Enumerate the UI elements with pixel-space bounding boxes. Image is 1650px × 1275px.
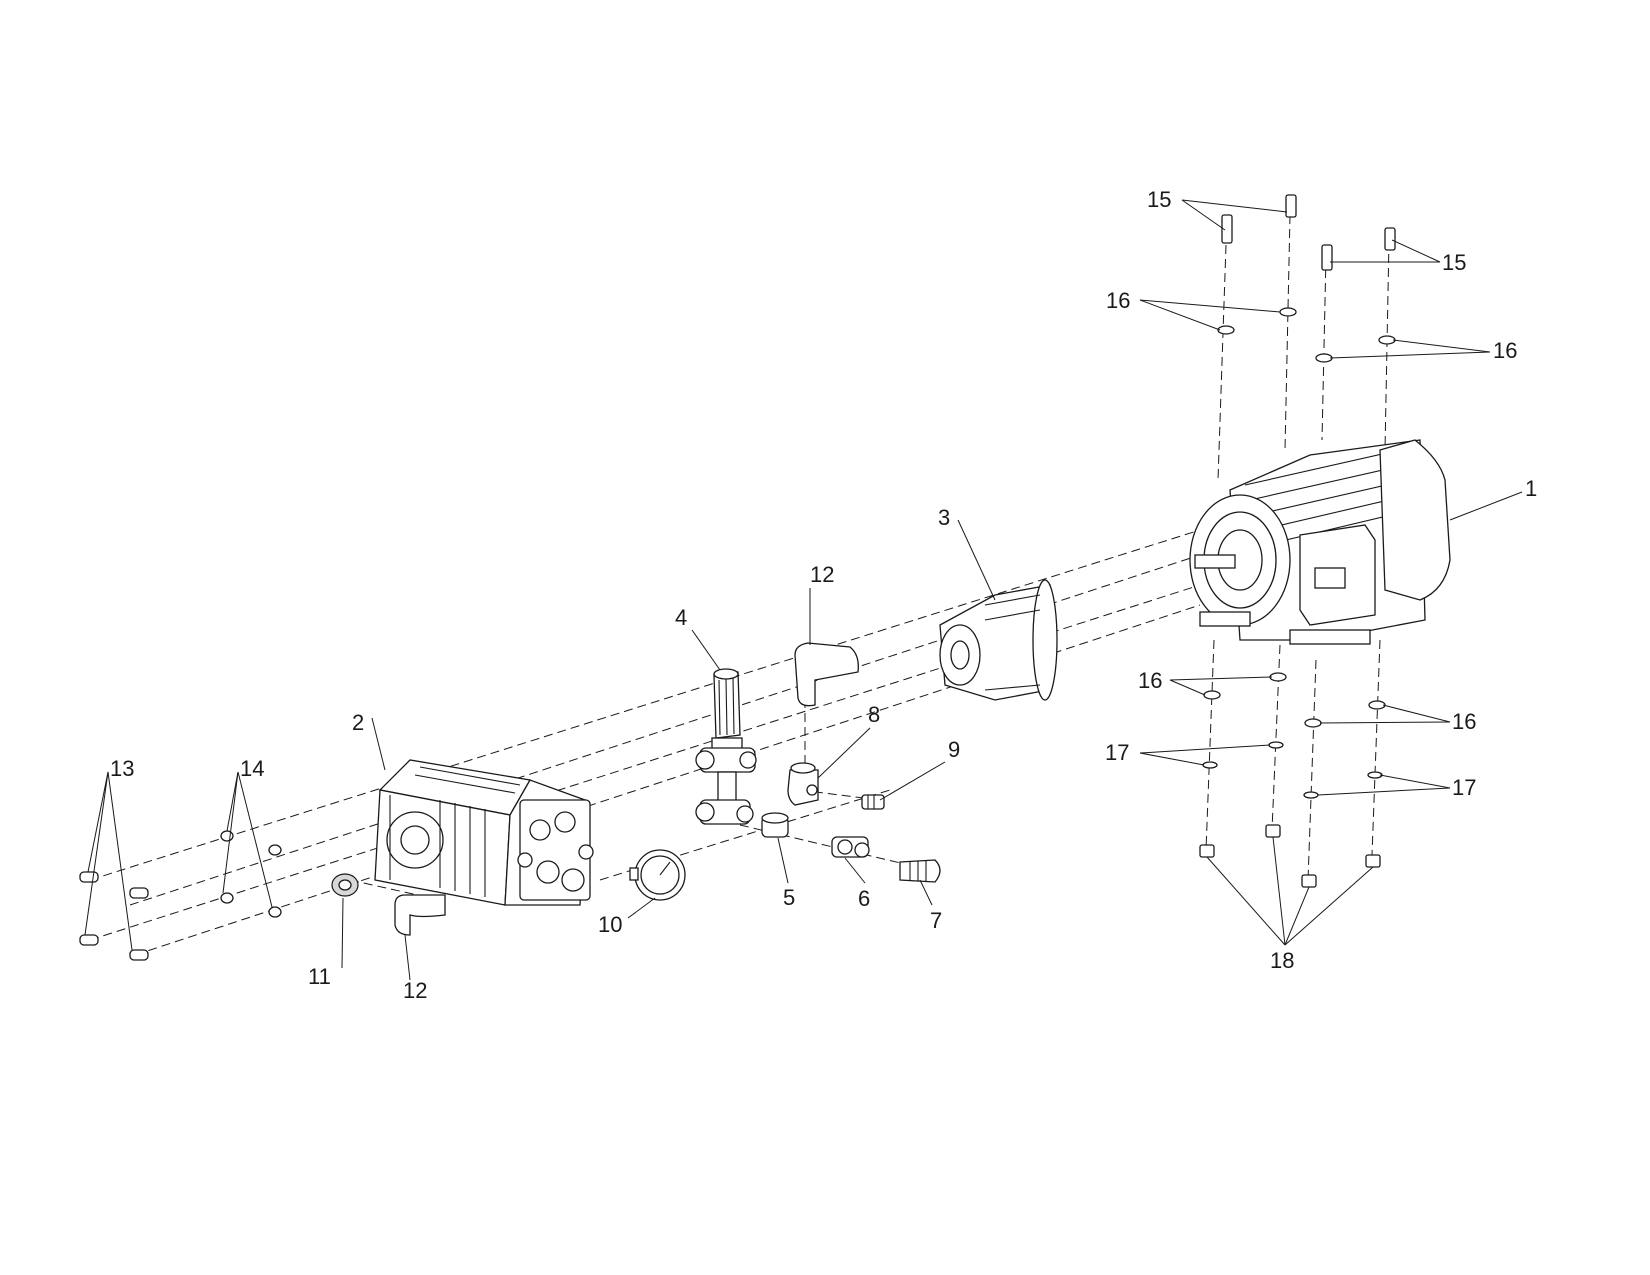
callout-16-top-left: 16 bbox=[1106, 288, 1130, 313]
part-12-cap-lower bbox=[394, 894, 446, 936]
callout-12-upper: 12 bbox=[810, 562, 834, 587]
part-3-bell-housing bbox=[939, 579, 1058, 701]
callout-11: 11 bbox=[308, 964, 331, 989]
callout-1: 1 bbox=[1525, 476, 1537, 501]
part-16-washers-bottom bbox=[1203, 672, 1386, 728]
callout-15-right: 15 bbox=[1442, 250, 1466, 275]
callout-8: 8 bbox=[868, 702, 880, 727]
callout-3: 3 bbox=[938, 505, 950, 530]
part-15-bolts bbox=[1221, 194, 1396, 271]
callout-17-right: 17 bbox=[1452, 775, 1476, 800]
callout-16-top-right: 16 bbox=[1493, 338, 1517, 363]
part-18-nuts bbox=[1199, 824, 1381, 888]
callout-9: 9 bbox=[948, 737, 960, 762]
part-1-motor bbox=[1189, 439, 1451, 645]
part-16-washers-top bbox=[1217, 307, 1396, 363]
callout-7: 7 bbox=[930, 908, 942, 933]
part-13-bolts bbox=[79, 871, 149, 961]
part-8-elbow bbox=[787, 762, 819, 806]
part-14-washers bbox=[220, 830, 282, 918]
callout-16-bottom-left: 16 bbox=[1138, 668, 1162, 693]
callout-16-bottom-right: 16 bbox=[1452, 709, 1476, 734]
part-5-fitting bbox=[761, 812, 789, 838]
callout-12-lower: 12 bbox=[403, 978, 427, 1003]
callout-10: 10 bbox=[598, 912, 622, 937]
callout-13: 13 bbox=[110, 756, 134, 781]
leader-lines bbox=[84, 199, 1523, 981]
part-4-unloader-valve bbox=[695, 668, 757, 825]
callout-2: 2 bbox=[352, 710, 364, 735]
callout-6: 6 bbox=[858, 886, 870, 911]
part-11-fitting bbox=[331, 873, 359, 897]
callout-5: 5 bbox=[783, 885, 795, 910]
callout-18: 18 bbox=[1270, 948, 1294, 973]
part-10-pressure-gauge bbox=[629, 849, 686, 901]
part-9-nipple bbox=[861, 794, 885, 810]
callout-labels: 1 2 3 4 5 6 7 8 9 10 11 12 12 13 14 15 1… bbox=[110, 187, 1537, 1003]
callout-4: 4 bbox=[675, 605, 687, 630]
callout-15-left: 15 bbox=[1147, 187, 1171, 212]
part-17-lock-washers bbox=[1202, 741, 1383, 799]
callout-14: 14 bbox=[240, 756, 264, 781]
callout-17-left: 17 bbox=[1105, 740, 1129, 765]
part-6-swivel bbox=[831, 836, 870, 858]
part-12-cap-upper bbox=[794, 642, 859, 707]
part-2-pump bbox=[374, 759, 594, 906]
part-7-hose-barb bbox=[899, 859, 941, 883]
